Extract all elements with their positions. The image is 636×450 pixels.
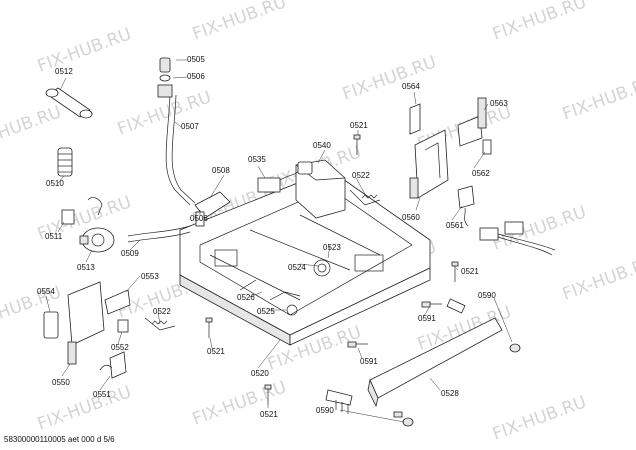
nut-0507 bbox=[157, 84, 173, 98]
callout-0512: 0512 bbox=[55, 67, 73, 76]
callout-0511: 0511 bbox=[45, 232, 63, 241]
callout-0524: 0524 bbox=[288, 263, 306, 272]
callout-0506-lower: 0506 bbox=[190, 214, 208, 223]
bracket-0564 bbox=[409, 103, 421, 135]
callout-0509: 0509 bbox=[121, 249, 139, 258]
hose-0509 bbox=[127, 225, 191, 237]
clip-0522-right bbox=[349, 189, 381, 206]
pump-0513 bbox=[79, 227, 115, 253]
watermark-text: FIX-HUB.RU bbox=[35, 382, 134, 434]
watermark-text: FIX-HUB.RU bbox=[0, 102, 64, 154]
callout-0563: 0563 bbox=[490, 99, 508, 108]
part-0562 bbox=[482, 139, 492, 155]
foot-0590-top bbox=[446, 298, 521, 353]
part-0561 bbox=[457, 185, 475, 227]
watermark-text: FIX-HUB.RU bbox=[190, 0, 289, 45]
watermark-text: FIX-HUB.RU bbox=[560, 252, 636, 304]
leader-lines bbox=[45, 59, 513, 423]
callout-0551: 0551 bbox=[93, 390, 111, 399]
callout-labels: 0505 0506 0507 0512 0564 0563 0521 0540 … bbox=[37, 55, 508, 419]
bracket-0553 bbox=[104, 289, 131, 315]
cap-0505 bbox=[159, 57, 171, 73]
callout-0520: 0520 bbox=[251, 369, 269, 378]
callout-0590-bottom: 0590 bbox=[316, 406, 334, 415]
screw-0521-bottom bbox=[264, 384, 272, 405]
screw-0591-top bbox=[421, 301, 442, 308]
callout-0591-mid: 0591 bbox=[360, 357, 378, 366]
callout-0562: 0562 bbox=[472, 169, 490, 178]
watermark-text: FIX-HUB.RU bbox=[190, 377, 289, 429]
callout-0590-top: 0590 bbox=[478, 291, 496, 300]
watermark-text: FIX-HUB.RU bbox=[340, 52, 439, 104]
watermark-text: FIX-HUB.RU bbox=[560, 72, 636, 124]
callout-0561: 0561 bbox=[446, 221, 464, 230]
watermark-text: FIX-HUB.RU bbox=[490, 392, 589, 444]
screw-0521-right bbox=[451, 261, 459, 282]
kickplate-0528 bbox=[367, 317, 503, 408]
washer-0506 bbox=[159, 74, 171, 82]
foot-0590-bottom bbox=[325, 389, 414, 427]
hose-small bbox=[87, 197, 103, 216]
callout-0525: 0525 bbox=[257, 307, 275, 316]
panel-0554 bbox=[43, 311, 59, 339]
callout-0521-bottom-left: 0521 bbox=[207, 347, 225, 356]
part-0552 bbox=[117, 319, 129, 333]
bracket-0550 bbox=[67, 281, 105, 365]
callout-0507: 0507 bbox=[181, 122, 199, 131]
drawing-code: 58300000110005 aet 000 d 5/6 bbox=[4, 435, 115, 444]
callout-0591-top: 0591 bbox=[418, 314, 436, 323]
watermark-text: FIX-HUB.RU bbox=[35, 24, 134, 76]
callout-0554: 0554 bbox=[37, 287, 55, 296]
parts-drawing bbox=[43, 57, 556, 427]
bracket-0563 bbox=[457, 97, 487, 147]
hose-0507 bbox=[165, 94, 191, 206]
callout-0521-bottom: 0521 bbox=[260, 410, 278, 419]
callout-0528: 0528 bbox=[441, 389, 459, 398]
bracket-0560 bbox=[409, 129, 449, 199]
callout-0508: 0508 bbox=[212, 166, 230, 175]
callout-0540: 0540 bbox=[313, 141, 331, 150]
callout-0510: 0510 bbox=[46, 179, 64, 188]
callout-0505: 0505 bbox=[187, 55, 205, 64]
bellows-0510 bbox=[57, 147, 73, 177]
callout-0552: 0552 bbox=[111, 343, 129, 352]
screw-0521-top bbox=[353, 134, 361, 155]
screw-0521-bottom-left bbox=[205, 317, 213, 338]
pipe-0512 bbox=[45, 87, 93, 119]
callout-0522-left: 0522 bbox=[153, 307, 171, 316]
callout-0523: 0523 bbox=[323, 243, 341, 252]
watermark-text: FIX-HUB.RU bbox=[490, 0, 589, 45]
callout-0535: 0535 bbox=[248, 155, 266, 164]
callout-0560: 0560 bbox=[402, 213, 420, 222]
callout-0521-top: 0521 bbox=[350, 121, 368, 130]
part-0535 bbox=[257, 161, 313, 193]
callout-0513: 0513 bbox=[77, 263, 95, 272]
harness bbox=[479, 221, 556, 256]
callout-0526: 0526 bbox=[237, 293, 255, 302]
callout-0522-right: 0522 bbox=[352, 171, 370, 180]
base-tub bbox=[179, 169, 431, 346]
callout-0550: 0550 bbox=[52, 378, 70, 387]
callout-0553: 0553 bbox=[141, 272, 159, 281]
bracket-0511 bbox=[61, 209, 75, 225]
callout-0521-right: 0521 bbox=[461, 267, 479, 276]
screw-0591-mid bbox=[347, 341, 368, 348]
callout-0506: 0506 bbox=[187, 72, 205, 81]
callout-0564: 0564 bbox=[402, 82, 420, 91]
part-0551 bbox=[99, 351, 127, 379]
